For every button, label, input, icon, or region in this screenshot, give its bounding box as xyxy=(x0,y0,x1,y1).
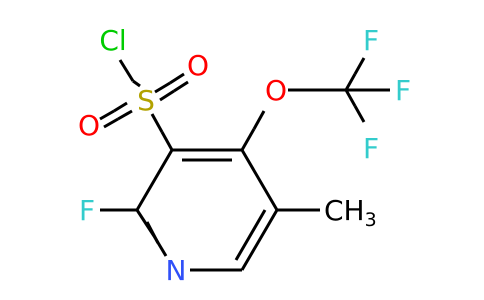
bond-c5-c6 xyxy=(240,209,279,271)
oxygen-ether-label: O xyxy=(265,74,287,107)
sulfur-label: S xyxy=(137,84,155,117)
fluorine-bottom-label: F xyxy=(363,132,379,165)
bond-cl-s-2 xyxy=(132,79,141,88)
methyl-ch-text: CH xyxy=(324,194,365,227)
bond-s-c3-2 xyxy=(160,131,174,151)
bond-s-o-lower-a2 xyxy=(99,109,115,121)
bond-s-o-upper-b2 xyxy=(173,80,189,93)
oxygen-lower-label: O xyxy=(78,109,100,142)
fluorine-ring-label: F xyxy=(79,194,95,227)
bond-cf3-f-bottom-2 xyxy=(353,105,366,123)
bond-c4-o-2 xyxy=(252,110,266,130)
bond-s-o-lower-a xyxy=(113,101,128,113)
methyl-label: CH3 xyxy=(324,194,377,231)
bond-cf3-f-top xyxy=(344,73,357,91)
bond-c2-c3 xyxy=(135,149,174,211)
fluorine-right-label: F xyxy=(395,74,411,107)
chlorine-label: Cl xyxy=(99,24,126,57)
bond-s-o-lower-b2 xyxy=(103,117,119,129)
bond-cl-s xyxy=(118,59,135,82)
bond-s-o-lower-b xyxy=(117,109,133,121)
oxygen-upper-label: O xyxy=(187,49,209,82)
bond-s-c3 xyxy=(150,113,164,133)
fluorine-top-label: F xyxy=(363,24,379,57)
bond-c4-o xyxy=(240,128,256,151)
bond-s-o-upper-a2 xyxy=(169,72,185,85)
bond-s-o-upper-a xyxy=(154,81,171,94)
bond-n-c2-inner xyxy=(145,221,160,244)
methyl-subscript: 3 xyxy=(365,209,377,231)
nitrogen-label: N xyxy=(166,254,187,287)
bond-c5-c6-inner xyxy=(234,209,267,261)
bond-cf3-f-top-2 xyxy=(353,57,366,75)
bond-c4-c5 xyxy=(240,149,279,211)
bond-cf3-f-bottom xyxy=(344,89,357,107)
bond-s-o-upper-b xyxy=(159,89,175,102)
